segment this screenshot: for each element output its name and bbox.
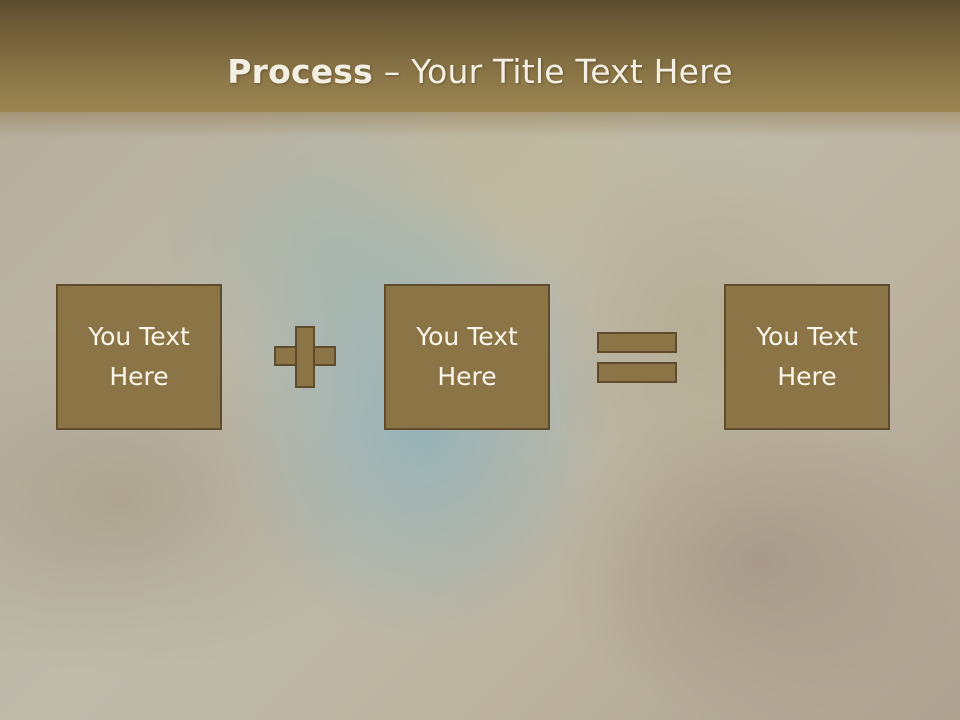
title-rest: Your Title Text Here xyxy=(411,52,733,91)
process-box-3[interactable]: You Text Here xyxy=(724,284,890,430)
plus-icon xyxy=(274,326,336,388)
title-separator: – xyxy=(373,52,412,91)
title-bar xyxy=(0,0,960,112)
process-box-2[interactable]: You Text Here xyxy=(384,284,550,430)
equals-bottom-bar xyxy=(597,362,677,383)
equals-top-bar xyxy=(597,332,677,353)
process-box-1[interactable]: You Text Here xyxy=(56,284,222,430)
plus-center xyxy=(297,348,313,364)
process-box-3-label: You Text Here xyxy=(756,322,858,391)
equals-icon xyxy=(597,332,677,384)
process-box-2-label: You Text Here xyxy=(416,322,518,391)
title-bar-fade xyxy=(0,112,960,138)
slide-title[interactable]: Process – Your Title Text Here xyxy=(0,52,960,91)
title-bold: Process xyxy=(227,52,373,91)
process-box-1-label: You Text Here xyxy=(88,322,190,391)
